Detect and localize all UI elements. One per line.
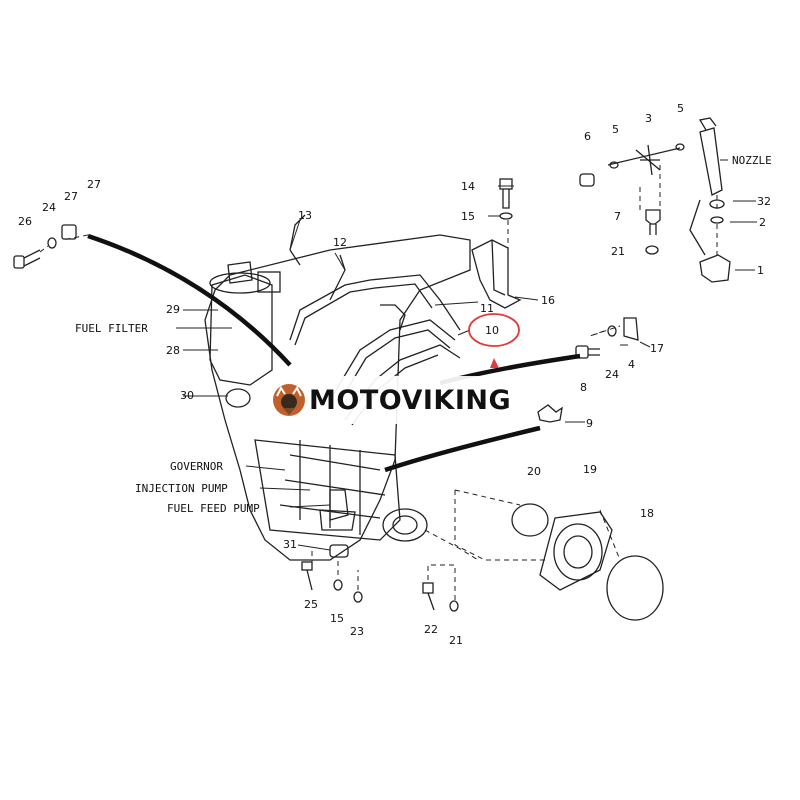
callout-17: 17	[650, 342, 664, 355]
callout-32: 32	[757, 195, 771, 208]
nozzle-assembly	[689, 117, 731, 283]
cover-part-19	[539, 511, 613, 591]
bracket-part-16	[471, 239, 522, 309]
callout-24a: 24	[605, 368, 619, 381]
callout-numbers: 6 5 3 5 14 15 7 32 2 21 1 13 12 11 10 16…	[18, 102, 771, 647]
fitting-part-31	[329, 544, 349, 558]
fuel-feed-pump	[319, 489, 428, 542]
callout-22: 22	[424, 623, 438, 636]
washer-part-23	[353, 591, 363, 603]
callout-2: 2	[759, 216, 766, 229]
callout-20: 20	[527, 465, 541, 478]
callout-15b: 15	[330, 612, 344, 625]
callout-4: 4	[628, 358, 635, 371]
callout-27b: 27	[64, 190, 78, 203]
bolt-part-7	[645, 209, 661, 255]
clip-part-27	[61, 224, 77, 240]
washer-part-24	[47, 237, 57, 249]
viking-logo-icon	[273, 384, 305, 416]
bolt-part-22	[422, 582, 435, 611]
nozzle-label: NOZZLE	[732, 154, 772, 167]
bolt-head-part-30	[225, 388, 251, 408]
callout-12: 12	[333, 236, 347, 249]
callout-6: 6	[584, 130, 591, 143]
injection-pump-label: INJECTION PUMP	[135, 482, 228, 495]
callout-25: 25	[304, 598, 318, 611]
bolt-part-25	[301, 561, 313, 591]
callout-18: 18	[640, 507, 654, 520]
callout-23: 23	[350, 625, 364, 638]
fuel-filter-label: FUEL FILTER	[75, 322, 148, 335]
washer-part-21	[449, 600, 459, 612]
callout-21a: 21	[611, 245, 625, 258]
bolt-part-26	[13, 249, 41, 269]
callout-9: 9	[586, 417, 593, 430]
callout-leaders	[176, 159, 757, 551]
callout-1: 1	[757, 264, 764, 277]
callout-15a: 15	[461, 210, 475, 223]
callout-10: 10	[485, 324, 499, 337]
callout-13: 13	[298, 209, 312, 222]
governor-label: GOVERNOR	[170, 460, 223, 473]
callout-8: 8	[580, 381, 587, 394]
callout-16: 16	[541, 294, 555, 307]
callout-24b: 24	[42, 201, 56, 214]
nut-part-6	[579, 173, 595, 187]
callout-29: 29	[166, 303, 180, 316]
callout-14: 14	[461, 180, 475, 193]
bolt-part-14	[499, 178, 513, 220]
clamp-part-3	[607, 143, 685, 176]
gasket-part-20	[511, 503, 549, 537]
callout-31: 31	[283, 538, 297, 551]
bracket-part-4	[607, 317, 639, 341]
watermark-banner: MOTOVIKING	[265, 376, 537, 424]
brand-watermark: MOTOVIKING	[309, 384, 512, 416]
callout-5a: 5	[612, 123, 619, 136]
callout-26: 26	[18, 215, 32, 228]
callout-21b: 21	[449, 634, 463, 647]
callout-30: 30	[180, 389, 194, 402]
highlight-marker	[468, 313, 520, 368]
wing-nut-part-9	[537, 404, 563, 423]
bolt-part-8	[575, 345, 600, 359]
fuel-filter-body	[209, 261, 281, 386]
callout-27a: 27	[87, 178, 101, 191]
diaphragm-part-18	[606, 555, 664, 621]
callout-3: 3	[645, 112, 652, 125]
exploded-view-guides	[39, 165, 718, 600]
callout-28: 28	[166, 344, 180, 357]
callout-11: 11	[480, 302, 494, 315]
callout-5b: 5	[677, 102, 684, 115]
fuel-feed-pump-label: FUEL FEED PUMP	[167, 502, 260, 515]
washer-part-15	[333, 579, 343, 591]
callout-7: 7	[614, 210, 621, 223]
leader-lines	[87, 233, 581, 473]
callout-19: 19	[583, 463, 597, 476]
